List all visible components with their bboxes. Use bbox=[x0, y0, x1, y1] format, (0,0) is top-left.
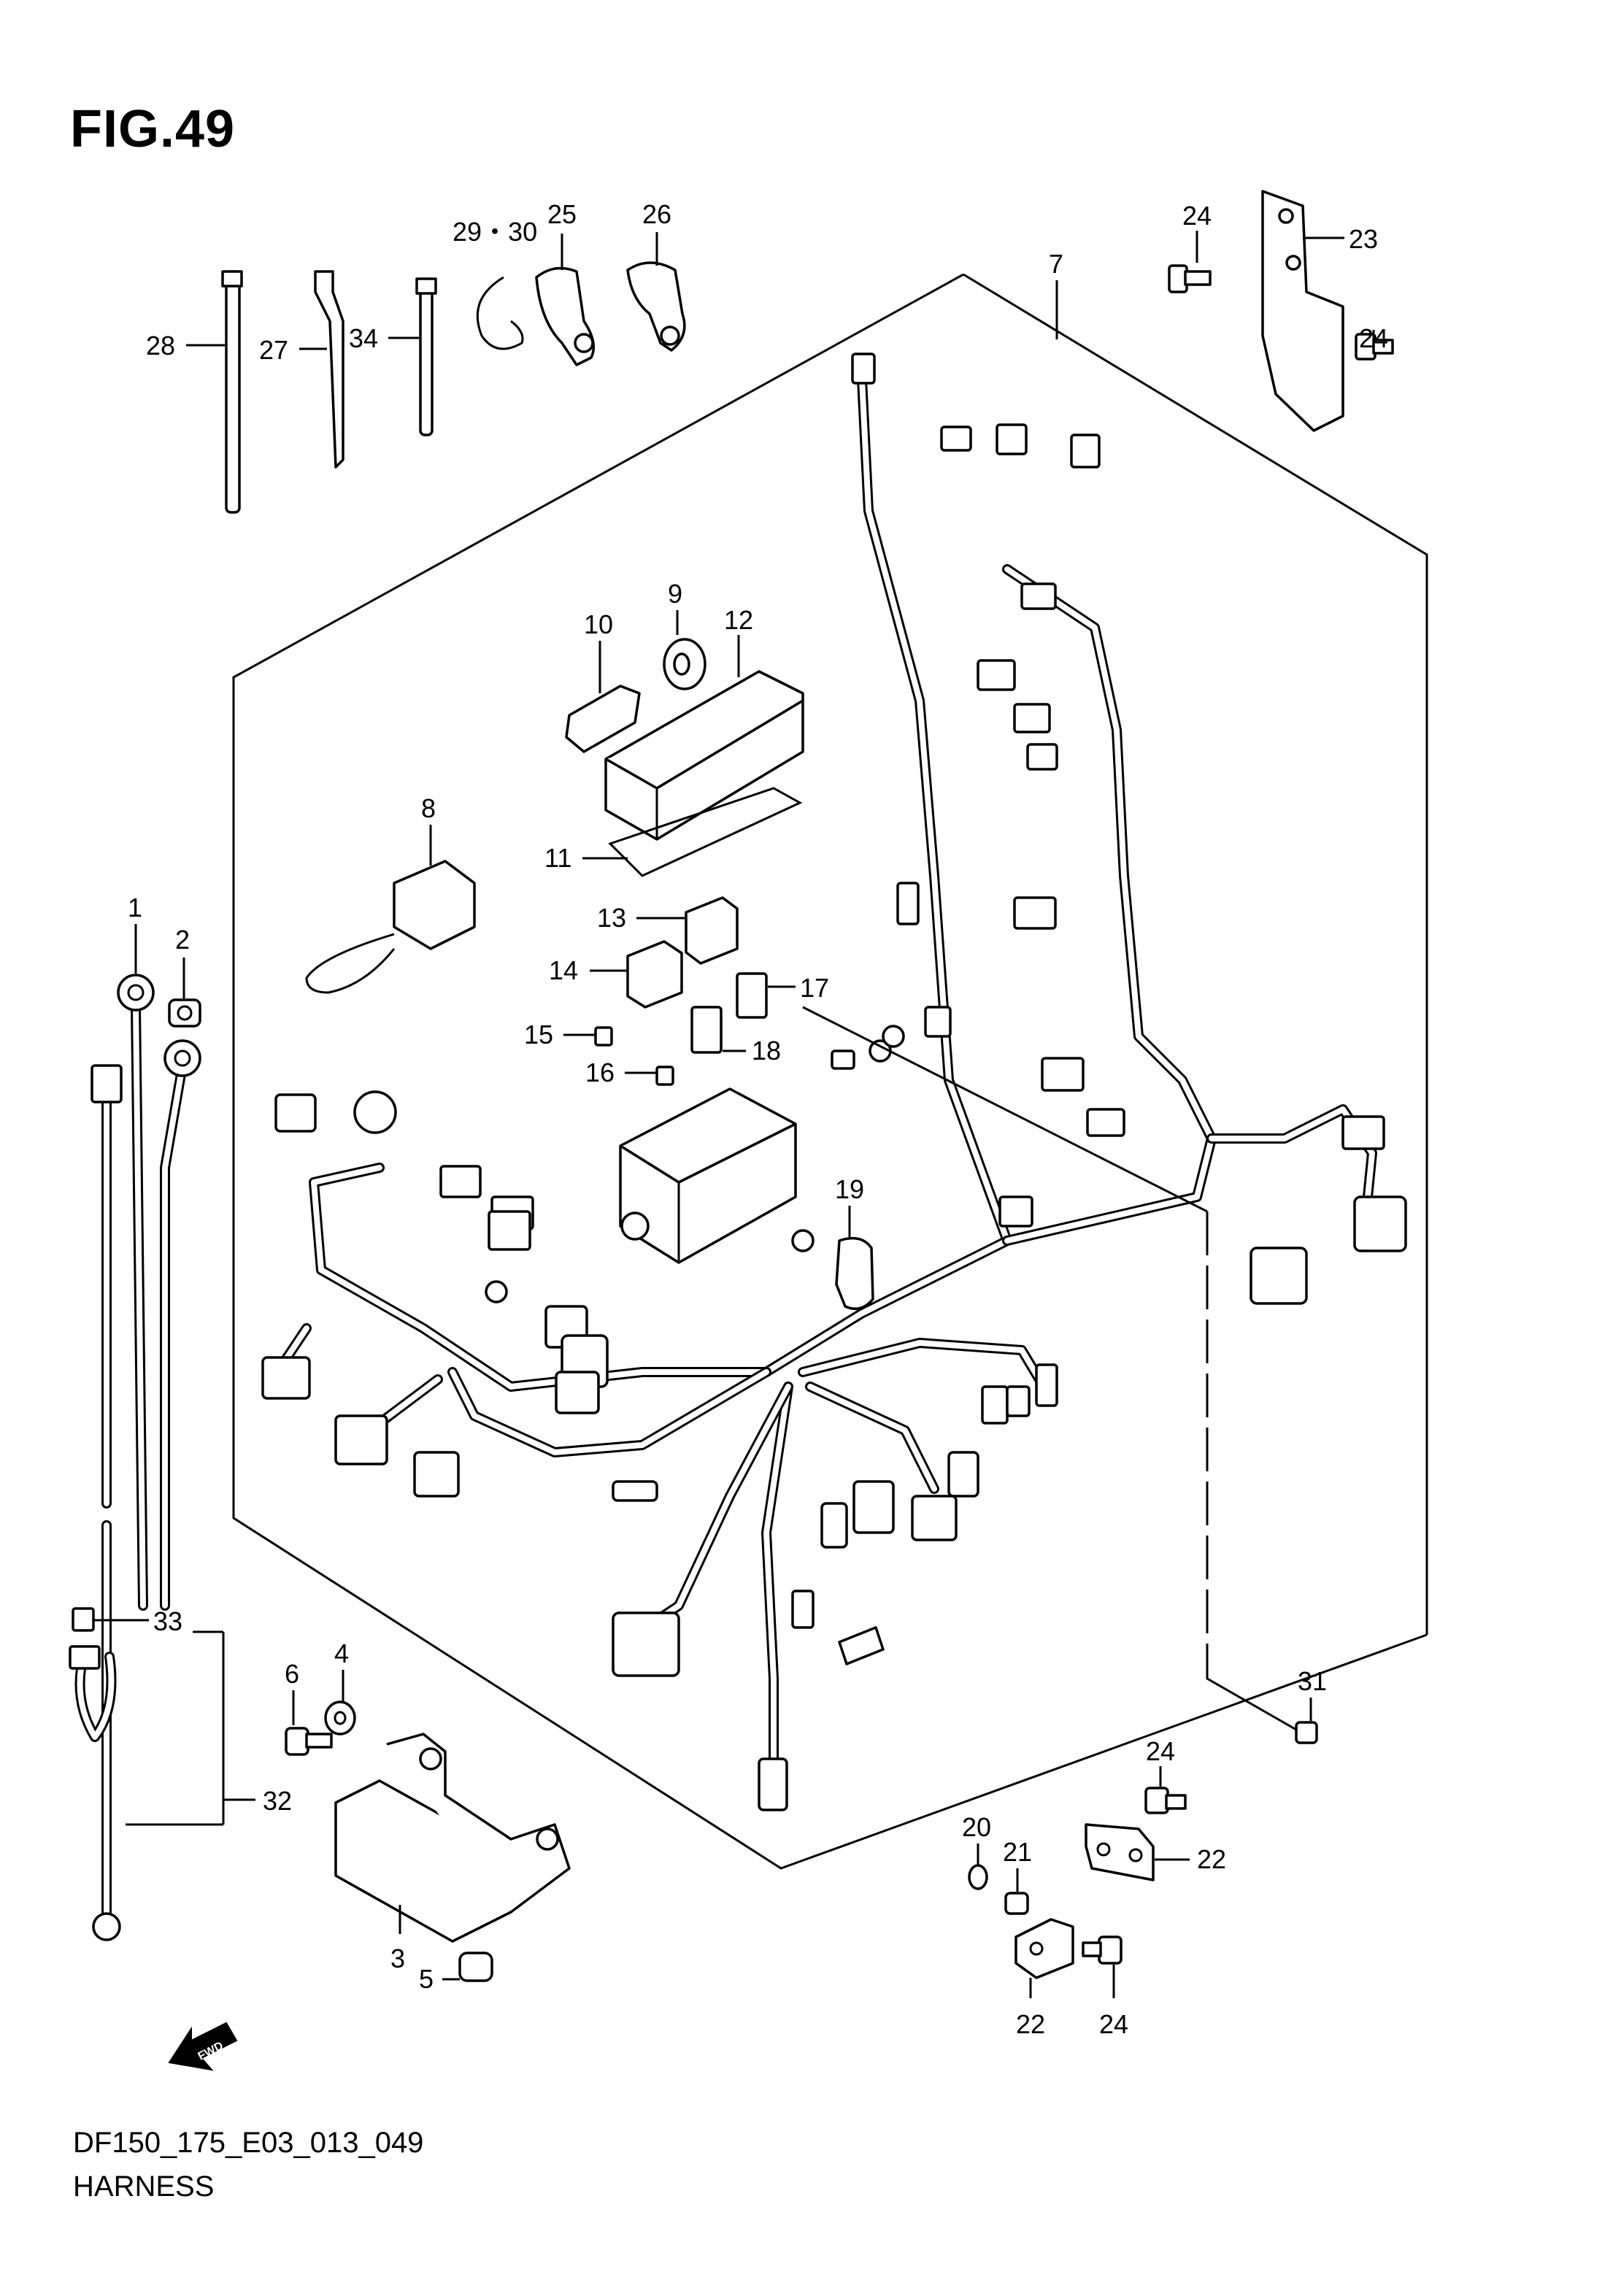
callout-4: 4 bbox=[334, 1638, 349, 1668]
wire-clip-29-30 bbox=[476, 276, 524, 350]
callout-3: 3 bbox=[390, 1943, 405, 1973]
gasket-11 bbox=[608, 787, 803, 877]
nut-21 bbox=[1004, 1892, 1029, 1915]
bolt-24-right bbox=[1355, 333, 1394, 361]
battery-cable-1 bbox=[117, 974, 155, 1611]
wiring-harness-7 bbox=[272, 360, 1377, 1771]
figure-code: DF150_175_E03_013_049 bbox=[73, 2127, 424, 2159]
callout-16: 16 bbox=[585, 1058, 615, 1087]
harness-connectors bbox=[261, 353, 1407, 1811]
bolt-24-top bbox=[1168, 264, 1212, 293]
relay-13 bbox=[685, 896, 739, 965]
callout-31: 31 bbox=[1298, 1666, 1327, 1696]
callout-2: 2 bbox=[175, 925, 190, 955]
callout-24-mid: 24 bbox=[1146, 1736, 1175, 1766]
callout-18: 18 bbox=[752, 1036, 781, 1066]
screw-31 bbox=[1295, 1721, 1318, 1744]
callout-23: 23 bbox=[1349, 224, 1378, 254]
callout-14: 14 bbox=[549, 955, 578, 985]
figure-title: FIG.49 bbox=[70, 100, 236, 158]
callout-15: 15 bbox=[524, 1020, 553, 1049]
bracket-22-bottom bbox=[1014, 1918, 1074, 1979]
callout-5: 5 bbox=[419, 1964, 434, 1994]
bracket-3 bbox=[334, 1733, 571, 1943]
fwd-arrow-icon: FWD bbox=[168, 2022, 238, 2071]
callout-24-top: 24 bbox=[1182, 201, 1212, 231]
nut-2 bbox=[168, 998, 201, 1028]
washer-20 bbox=[968, 1864, 988, 1890]
assembly-boundary-left bbox=[232, 273, 1428, 1870]
mini-fuse-16 bbox=[655, 1066, 674, 1086]
callout-22-bottom: 22 bbox=[1016, 2009, 1045, 2039]
assembly-boundary bbox=[963, 273, 1428, 1635]
relay-box-12 bbox=[604, 670, 804, 841]
battery-cable-red bbox=[160, 1039, 201, 1611]
callout-12: 12 bbox=[724, 605, 753, 635]
washer-4 bbox=[324, 1700, 356, 1736]
callout-27: 27 bbox=[259, 335, 288, 365]
callout-19: 19 bbox=[835, 1174, 864, 1204]
bracket-23 bbox=[1261, 190, 1344, 432]
callout-6: 6 bbox=[285, 1659, 299, 1689]
cable-32 bbox=[91, 1064, 123, 1941]
fuse-box bbox=[619, 1087, 797, 1264]
callout-21: 21 bbox=[1003, 1837, 1032, 1867]
callout-11: 11 bbox=[544, 843, 571, 873]
callout-17: 17 bbox=[800, 973, 829, 1003]
mini-fuse-15 bbox=[594, 1026, 613, 1047]
callout-10: 10 bbox=[584, 609, 613, 639]
callout-28: 28 bbox=[146, 331, 175, 361]
bolt-24-mid bbox=[1144, 1787, 1187, 1814]
bracket-22-right bbox=[1085, 1823, 1155, 1881]
callout-20: 20 bbox=[962, 1812, 991, 1842]
callout-26: 26 bbox=[642, 199, 671, 229]
cap-8 bbox=[305, 860, 476, 994]
callout-22-right: 22 bbox=[1197, 1844, 1226, 1874]
clip-10 bbox=[565, 685, 641, 753]
cable-tie-34 bbox=[415, 277, 437, 436]
callout-7: 7 bbox=[1049, 249, 1063, 279]
callout-8: 8 bbox=[421, 793, 436, 823]
fuse-17 bbox=[736, 972, 768, 1019]
figure-name: HARNESS bbox=[73, 2170, 215, 2203]
callout-32: 32 bbox=[263, 1786, 292, 1816]
callout-24-bottom: 24 bbox=[1099, 2009, 1128, 2039]
relay-14 bbox=[626, 940, 683, 1009]
clamp-26 bbox=[626, 261, 686, 352]
callout-13: 13 bbox=[597, 903, 626, 933]
cable-tie-28 bbox=[221, 270, 243, 514]
bolt-6 bbox=[285, 1727, 333, 1756]
fuse-18 bbox=[690, 1006, 723, 1054]
clamp-25 bbox=[535, 266, 596, 366]
callout-33: 33 bbox=[153, 1606, 182, 1636]
cap-19 bbox=[835, 1236, 874, 1311]
cable-tie-27 bbox=[314, 270, 344, 469]
callout-25: 25 bbox=[547, 199, 577, 229]
callout-34: 34 bbox=[349, 323, 378, 353]
grommet-5 bbox=[458, 1952, 493, 1982]
callout-9: 9 bbox=[668, 579, 682, 609]
grommet-9 bbox=[663, 638, 706, 690]
callout-24-right: 24 bbox=[1359, 323, 1388, 353]
bolt-24-bottom bbox=[1082, 1935, 1123, 1965]
callout-1: 1 bbox=[128, 893, 142, 922]
fuse-33 bbox=[69, 1607, 117, 1742]
callout-29-30: 29・30 bbox=[453, 217, 537, 247]
